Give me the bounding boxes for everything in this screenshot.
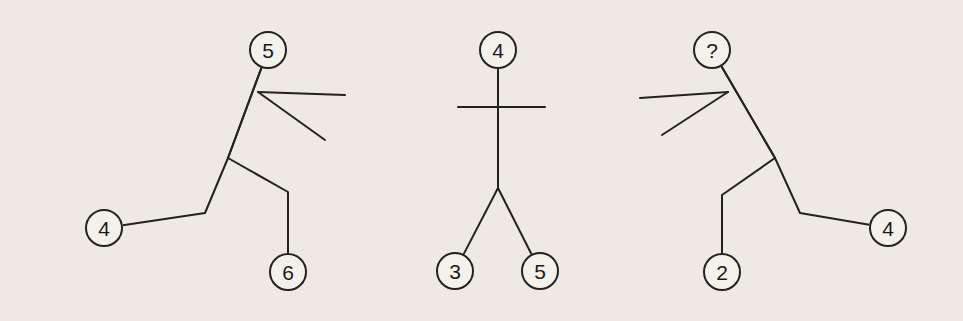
- figure-limb: [123, 68, 262, 225]
- number-circle: 5: [249, 31, 287, 69]
- figure-limb: [722, 66, 870, 224]
- circle-shape: [694, 32, 730, 68]
- circle-number: 4: [882, 218, 894, 239]
- circle-number: 4: [98, 218, 110, 239]
- circle-shape: [437, 253, 473, 289]
- figure-limb: [228, 68, 288, 253]
- circle-shape: [250, 32, 286, 68]
- circle-number: 6: [282, 262, 294, 283]
- circle-number: 4: [492, 40, 504, 61]
- number-circle: 2: [703, 253, 741, 291]
- arm-line: [258, 92, 325, 140]
- circle-number: ?: [706, 40, 718, 61]
- arm-line: [640, 92, 728, 98]
- number-circle: 5: [521, 252, 559, 290]
- circle-shape: [704, 254, 740, 290]
- number-circle: ?: [693, 31, 731, 69]
- circle-number: 5: [534, 261, 546, 282]
- figure-limb: [722, 66, 775, 253]
- circle-shape: [480, 32, 516, 68]
- arm-line: [662, 92, 728, 135]
- arm-line: [258, 92, 345, 95]
- arm-line: [458, 106, 545, 108]
- circle-shape: [86, 210, 122, 246]
- circle-shape: [522, 253, 558, 289]
- number-circle: 4: [85, 209, 123, 247]
- circle-shape: [870, 210, 906, 246]
- circle-shape: [270, 254, 306, 290]
- number-circle: 3: [436, 252, 474, 290]
- figure-limb: [498, 69, 531, 254]
- figure-limb: [464, 69, 498, 254]
- number-circle: 4: [869, 209, 907, 247]
- number-circle: 4: [479, 31, 517, 69]
- circle-number: 5: [262, 40, 274, 61]
- circle-number: 3: [449, 261, 461, 282]
- circle-number: 2: [716, 262, 728, 283]
- number-circle: 6: [269, 253, 307, 291]
